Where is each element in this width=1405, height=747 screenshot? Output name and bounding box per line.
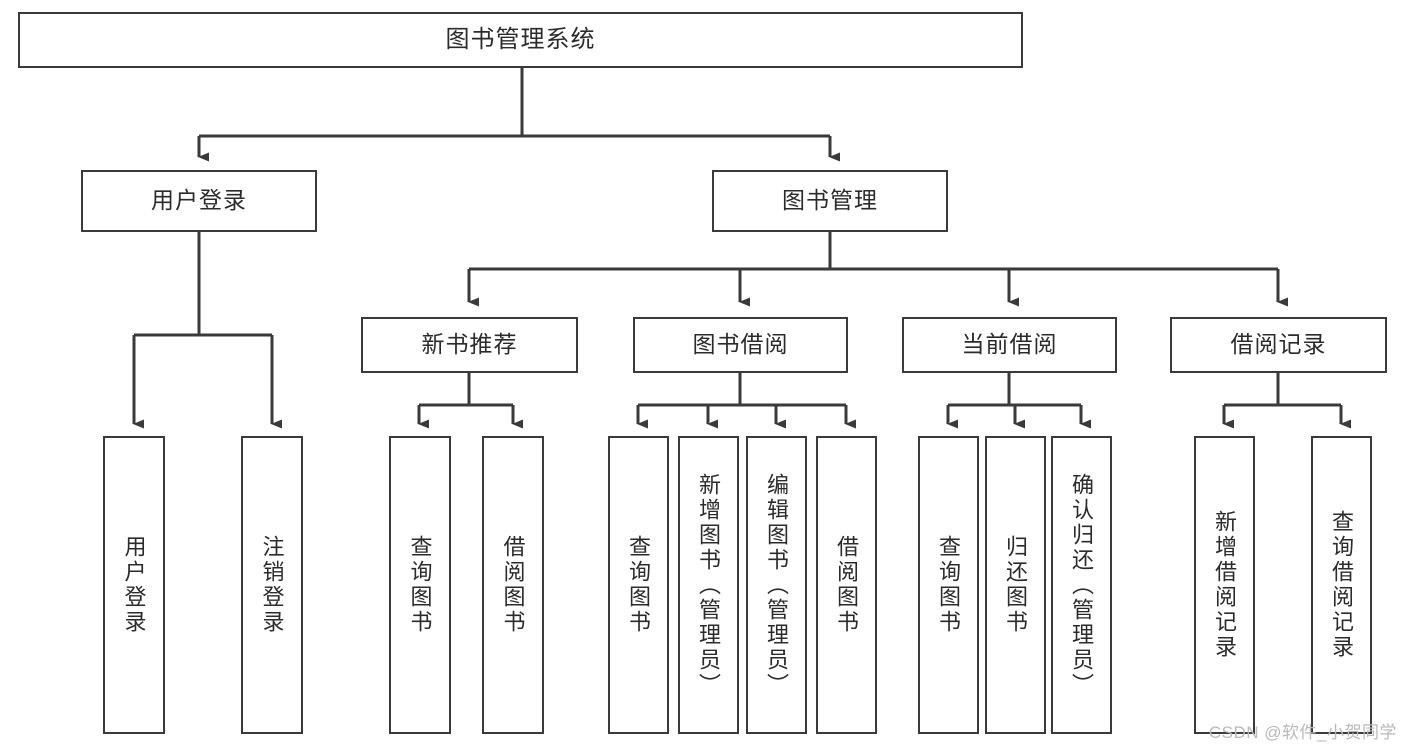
node-label: 用户登录 xyxy=(121,535,147,635)
node-leaf-query-borrow-record[interactable]: 查询借阅记录 xyxy=(1311,436,1372,734)
node-book-borrow[interactable]: 图书借阅 xyxy=(633,317,848,373)
node-leaf-user-login[interactable]: 用户登录 xyxy=(103,436,165,734)
node-leaf-query-book-borrow[interactable]: 查询图书 xyxy=(608,436,669,734)
node-borrow-record[interactable]: 借阅记录 xyxy=(1170,317,1387,373)
node-label: 图书管理系统 xyxy=(445,25,596,53)
node-label: 注销登录 xyxy=(259,535,285,635)
node-book-management[interactable]: 图书管理 xyxy=(712,170,948,232)
node-leaf-add-book[interactable]: 新增图书（管理员） xyxy=(678,436,739,734)
node-leaf-add-borrow-record[interactable]: 新增借阅记录 xyxy=(1194,436,1255,734)
watermark-text: CSDN @软件_小贺同学 xyxy=(1208,723,1397,742)
node-label: 查询图书 xyxy=(936,535,962,635)
node-leaf-borrow-book-recommend[interactable]: 借阅图书 xyxy=(482,436,544,734)
node-leaf-borrow-book[interactable]: 借阅图书 xyxy=(816,436,877,734)
node-label: 查询图书 xyxy=(407,535,433,635)
node-label: 图书管理 xyxy=(782,187,878,214)
node-leaf-edit-book[interactable]: 编辑图书（管理员） xyxy=(746,436,807,734)
node-label: 借阅图书 xyxy=(834,535,860,635)
node-root-system[interactable]: 图书管理系统 xyxy=(18,12,1023,68)
node-leaf-query-book-recommend[interactable]: 查询图书 xyxy=(389,436,451,734)
node-label: 当前借阅 xyxy=(961,331,1058,358)
node-label: 归还图书 xyxy=(1003,535,1029,635)
node-leaf-confirm-return[interactable]: 确认归还（管理员） xyxy=(1051,436,1112,734)
node-leaf-return-book[interactable]: 归还图书 xyxy=(985,436,1046,734)
node-leaf-user-logout[interactable]: 注销登录 xyxy=(241,436,303,734)
node-label: 用户登录 xyxy=(151,187,247,214)
node-label: 查询借阅记录 xyxy=(1329,510,1355,660)
node-label: 借阅图书 xyxy=(500,535,526,635)
node-new-book-recommend[interactable]: 新书推荐 xyxy=(361,317,578,373)
node-label: 新增图书（管理员） xyxy=(696,472,722,698)
node-label: 编辑图书（管理员） xyxy=(764,472,790,698)
node-label: 借阅记录 xyxy=(1230,331,1327,358)
node-label: 新书推荐 xyxy=(421,331,518,358)
node-label: 确认归还（管理员） xyxy=(1069,472,1095,698)
node-label: 新增借阅记录 xyxy=(1212,510,1238,660)
node-leaf-query-book-current[interactable]: 查询图书 xyxy=(918,436,979,734)
node-user-login[interactable]: 用户登录 xyxy=(81,170,317,232)
node-label: 查询图书 xyxy=(626,535,652,635)
node-label: 图书借阅 xyxy=(692,331,789,358)
node-current-borrow[interactable]: 当前借阅 xyxy=(902,317,1117,373)
